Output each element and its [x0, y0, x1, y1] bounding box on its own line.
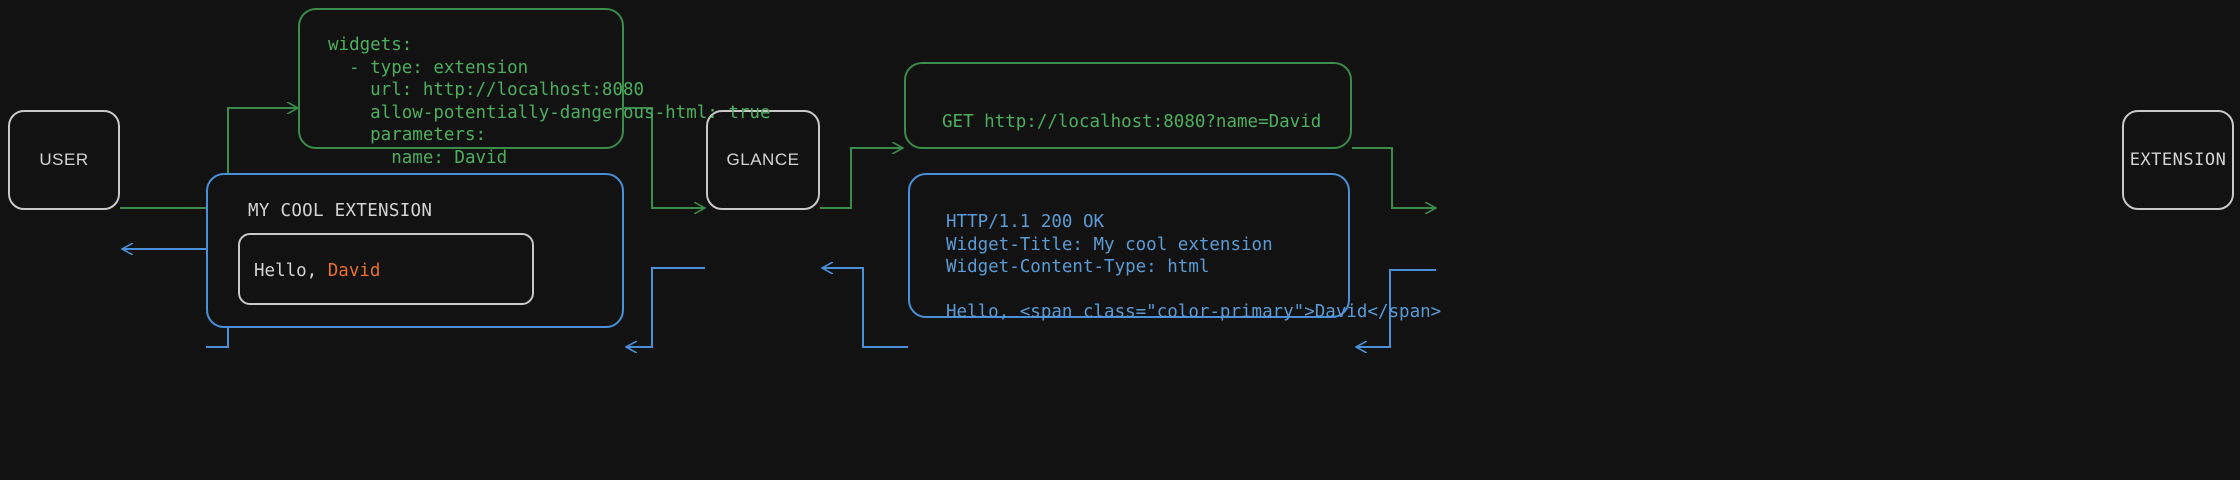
- card-rendered-widget[interactable]: MY COOL EXTENSION Hello, David: [206, 173, 624, 328]
- node-user-label: USER: [39, 150, 89, 169]
- card-http-response[interactable]: HTTP/1.1 200 OK Widget-Title: My cool ex…: [908, 173, 1441, 322]
- node-glance[interactable]: GLANCE: [706, 110, 820, 210]
- rendered-widget-name: David: [327, 261, 381, 281]
- edge-request-to-extension: [1352, 147, 1436, 208]
- rendered-widget-title: MY COOL EXTENSION: [248, 201, 433, 221]
- card-http-request[interactable]: GET http://localhost:8080?name=David: [904, 62, 1352, 149]
- yaml-config-text: widgets: - type: extension url: http://l…: [328, 35, 771, 168]
- card-yaml-config[interactable]: widgets: - type: extension url: http://l…: [298, 8, 771, 168]
- edge-glance-to-widget: [626, 267, 705, 347]
- http-request-text: GET http://localhost:8080?name=David: [942, 112, 1322, 132]
- edge-glance-to-request: [820, 148, 903, 209]
- node-glance-label: GLANCE: [726, 150, 800, 169]
- edge-response-to-glance: [822, 268, 908, 348]
- http-response-text: HTTP/1.1 200 OK Widget-Title: My cool ex…: [946, 212, 1442, 322]
- node-extension[interactable]: EXTENSION: [2122, 110, 2234, 210]
- node-user[interactable]: USER: [8, 110, 120, 210]
- rendered-widget-body-box: Hello, David: [238, 233, 534, 305]
- rendered-widget-greeting: Hello,: [254, 261, 328, 281]
- rendered-widget-body: Hello, David: [254, 261, 380, 281]
- node-extension-label: EXTENSION: [2129, 150, 2227, 170]
